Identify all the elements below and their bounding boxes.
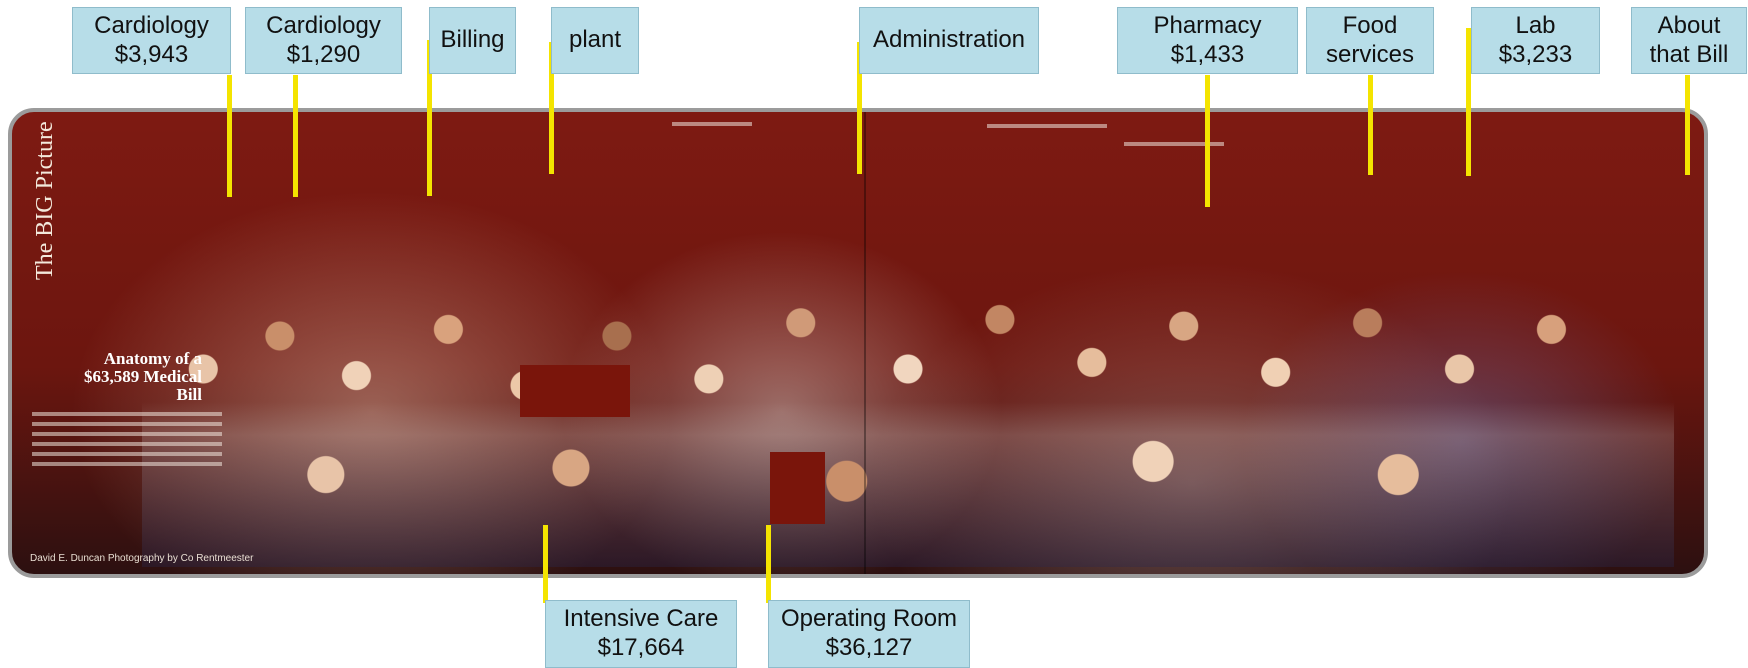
label-dept: Lab xyxy=(1515,11,1556,39)
caption-line xyxy=(32,432,222,436)
magazine-spread-photo: The BIG Picture Anatomy of a $63,589 Med… xyxy=(8,108,1708,578)
label-about-that-bill[interactable]: About that Bill xyxy=(1631,7,1747,74)
label-dept: plant xyxy=(568,26,622,54)
label-administration[interactable]: Administration xyxy=(859,7,1039,74)
label-dept: Intensive Care xyxy=(563,605,719,633)
label-dept: Billing xyxy=(440,26,505,54)
label-title: About xyxy=(1657,11,1721,39)
connector-line xyxy=(543,525,548,603)
label-amount: $1,433 xyxy=(1170,40,1245,68)
label-pharmacy[interactable]: Pharmacy $1,433 xyxy=(1117,7,1298,74)
label-plant[interactable]: plant xyxy=(551,7,639,74)
caption-line xyxy=(32,412,222,416)
connector-line xyxy=(549,42,554,174)
label-operating-room[interactable]: Operating Room $36,127 xyxy=(768,600,970,668)
label-dept: Food xyxy=(1342,11,1398,39)
label-title-line2: that Bill xyxy=(1649,40,1729,68)
label-dept: Pharmacy xyxy=(1153,11,1262,39)
label-food-services[interactable]: Food services xyxy=(1306,7,1434,74)
highlight-block xyxy=(770,452,825,524)
label-dept: Operating Room xyxy=(780,605,958,633)
masthead-title: The BIG Picture xyxy=(32,121,58,280)
label-amount: $3,233 xyxy=(1498,40,1573,68)
caption-line xyxy=(32,422,222,426)
label-cardiology-3943[interactable]: Cardiology $3,943 xyxy=(72,7,231,74)
highlight-block xyxy=(520,365,630,417)
caption-line xyxy=(32,442,222,446)
connector-line xyxy=(1205,75,1210,207)
connector-line xyxy=(427,40,432,196)
photo-credit: David E. Duncan Photography by Co Rentme… xyxy=(30,553,254,564)
label-amount: $36,127 xyxy=(825,634,913,661)
label-billing[interactable]: Billing xyxy=(429,7,516,74)
label-intensive-care[interactable]: Intensive Care $17,664 xyxy=(545,600,737,668)
label-dept-line2: services xyxy=(1325,40,1415,68)
label-cardiology-1290[interactable]: Cardiology $1,290 xyxy=(245,7,402,74)
connector-line xyxy=(227,75,232,197)
label-dept: Administration xyxy=(872,26,1026,54)
connector-line xyxy=(766,525,771,603)
label-lab[interactable]: Lab $3,233 xyxy=(1471,7,1600,74)
label-amount: $17,664 xyxy=(597,634,685,661)
connector-line xyxy=(1368,75,1373,175)
label-dept: Cardiology xyxy=(94,11,209,39)
article-headline: Anatomy of a $63,589 Medical Bill xyxy=(83,349,202,404)
caption-line xyxy=(987,124,1107,128)
label-amount: $1,290 xyxy=(286,40,361,68)
connector-line xyxy=(293,75,298,197)
connector-line xyxy=(1685,75,1690,175)
caption-line xyxy=(1124,142,1224,146)
caption-line xyxy=(32,452,222,456)
hospital-staff-crowd xyxy=(142,237,1674,567)
page-fold xyxy=(864,112,866,574)
label-amount: $3,943 xyxy=(114,40,189,68)
connector-line xyxy=(857,42,862,174)
connector-line xyxy=(1466,28,1471,176)
caption-line xyxy=(672,122,752,126)
label-dept: Cardiology xyxy=(266,11,381,39)
caption-line xyxy=(32,462,222,466)
